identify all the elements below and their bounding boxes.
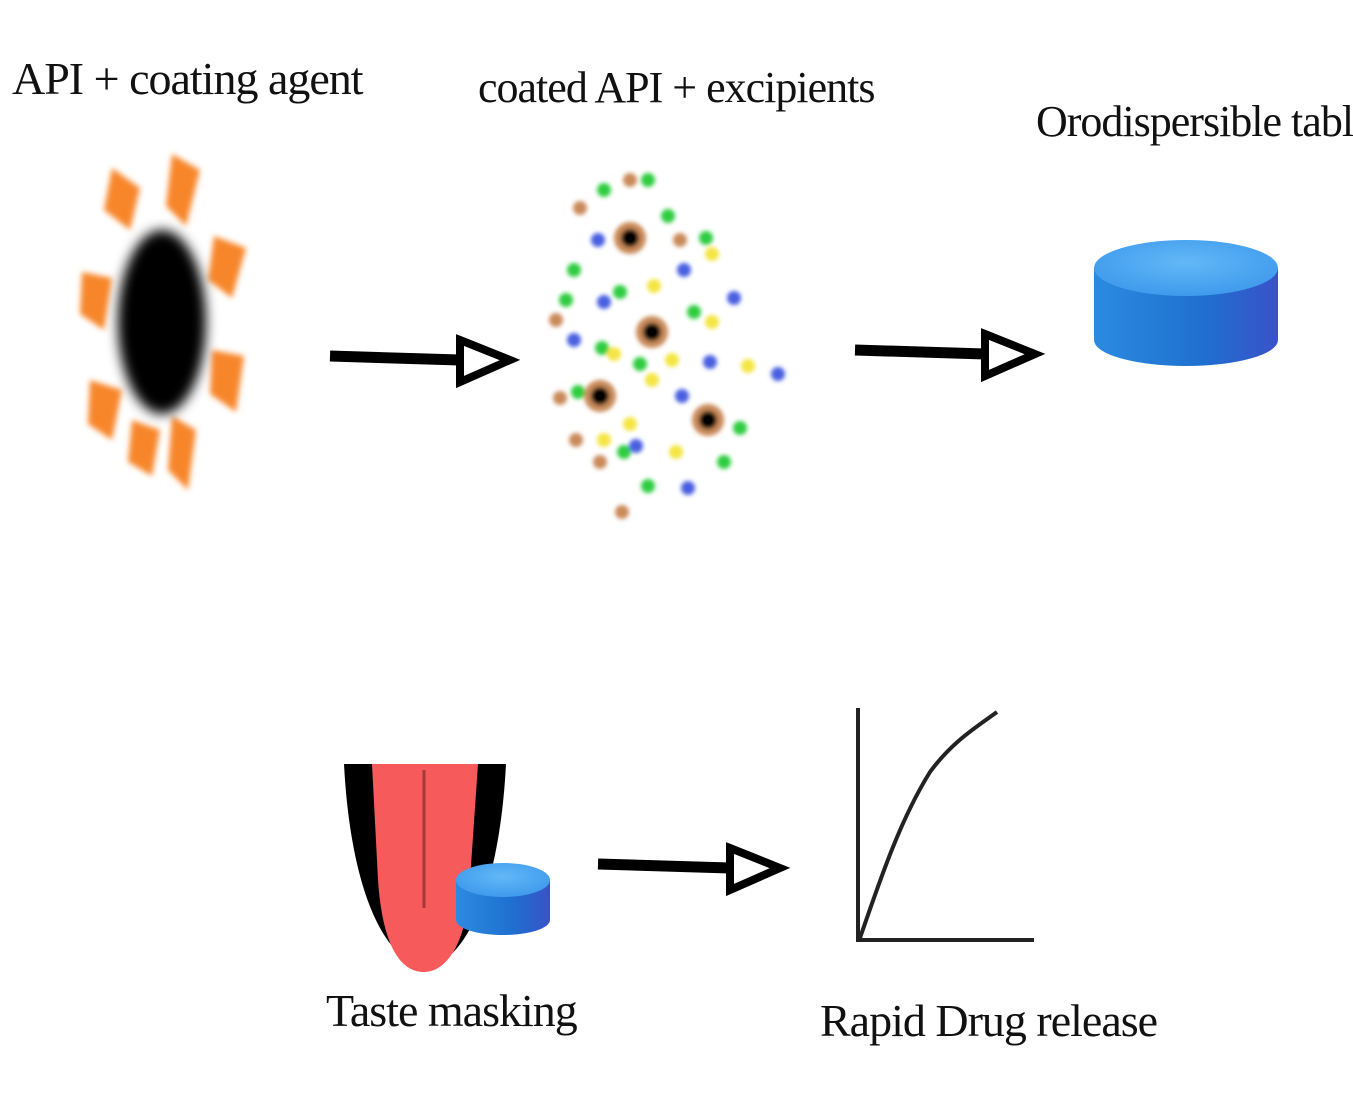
label-taste-masking: Taste masking (326, 985, 578, 1036)
release-curve-icon (856, 708, 1034, 942)
label-api-coating: API + coating agent (12, 53, 364, 104)
coated-particle-icon (80, 154, 246, 490)
label-rapid-release: Rapid Drug release (820, 995, 1158, 1046)
tablet-icon (1094, 240, 1278, 366)
arrow-icon (329, 334, 521, 389)
arrow-icon (854, 328, 1046, 383)
tongue-icon (344, 764, 550, 972)
label-odt: Orodispersible tablet (1036, 97, 1353, 146)
arrow-icon (597, 842, 791, 897)
label-coated-excipients: coated API + excipients (478, 63, 875, 112)
particle-mixture-icon (549, 173, 785, 519)
